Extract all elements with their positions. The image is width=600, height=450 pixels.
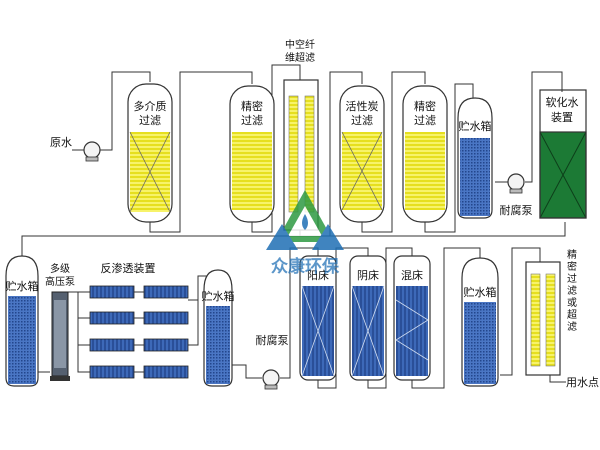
corrosion-pump-2: 耐腐泵 <box>256 333 289 390</box>
multimedia-filter: 多介质 过滤 <box>127 83 173 223</box>
feed-pump <box>83 141 101 162</box>
final-filter-char-1: 精 <box>567 248 577 261</box>
company-logo: 众康环保 <box>266 190 344 277</box>
final-filter-char-3: 过 <box>567 272 577 285</box>
point-of-use-label: 用水点 <box>566 376 599 389</box>
cation-bed-label: 阳床 <box>307 268 329 282</box>
precision-filter-2: 精密 过滤 <box>402 85 448 223</box>
activated-carbon-filter: 活性炭 过滤 <box>339 85 385 223</box>
precision-filter-2-label-1: 精密 <box>414 99 436 113</box>
final-filter-char-2: 密 <box>567 260 577 273</box>
anion-bed-label: 阴床 <box>357 268 379 282</box>
multimedia-filter-label-2: 过滤 <box>139 114 161 127</box>
hp-pump-label-2: 高压泵 <box>45 275 75 288</box>
precision-filter-1-label-2: 过滤 <box>241 114 263 127</box>
final-filter-char-6: 超 <box>567 308 577 321</box>
reverse-osmosis-device: 反渗透装置 <box>89 261 189 379</box>
final-filter-char-4: 滤 <box>567 284 577 297</box>
corrosion-pump-2-label: 耐腐泵 <box>256 333 289 347</box>
softener-label-1: 软化水 <box>546 95 579 109</box>
water-tank-1: 贮水箱 <box>457 97 493 219</box>
water-softener: 软化水 装置 <box>539 89 587 219</box>
hollow-fiber-label-2: 维超滤 <box>285 51 315 64</box>
cation-bed: 阳床 <box>299 255 337 381</box>
precision-filter-2-label-2: 过滤 <box>414 114 436 127</box>
final-filter-char-7: 滤 <box>567 320 577 333</box>
corrosion-pump-1: 耐腐泵 <box>500 173 533 217</box>
mixed-bed: 混床 <box>393 255 431 381</box>
water-tank-3-label: 贮水箱 <box>202 289 235 303</box>
water-tank-3: 贮水箱 <box>202 269 235 387</box>
watermark-text: 众康环保 <box>271 256 340 277</box>
hp-pump-label-1: 多级 <box>50 262 70 275</box>
final-filter-vertical-label: 精 密 过 滤 或 超 滤 <box>567 248 577 333</box>
precision-filter-1-label-1: 精密 <box>241 99 263 113</box>
water-tank-1-label: 贮水箱 <box>459 119 492 133</box>
multimedia-filter-label-1: 多介质 <box>134 99 167 113</box>
activated-carbon-label-1: 活性炭 <box>346 99 379 113</box>
final-precision-filter: 精 密 过 滤 或 超 滤 <box>525 248 577 376</box>
water-tank-2-label: 贮水箱 <box>6 279 39 293</box>
high-pressure-pump: 多级 高压泵 <box>45 262 75 381</box>
softener-label-2: 装置 <box>551 111 573 124</box>
water-tank-4-label: 贮水箱 <box>464 285 497 299</box>
water-tank-2: 贮水箱 <box>5 255 39 387</box>
precision-filter-1: 精密 过滤 <box>229 85 275 223</box>
hollow-fiber-label-1: 中空纤 <box>285 38 315 51</box>
activated-carbon-label-2: 过滤 <box>351 114 373 127</box>
anion-bed: 阴床 <box>349 255 387 381</box>
mixed-bed-label: 混床 <box>401 268 423 282</box>
ro-device-label: 反渗透装置 <box>101 261 156 275</box>
pipe-network <box>21 64 566 389</box>
corrosion-pump-1-label: 耐腐泵 <box>500 203 533 217</box>
final-filter-char-5: 或 <box>567 297 577 309</box>
ro-membrane-array <box>89 285 189 379</box>
raw-water-label: 原水 <box>50 136 72 149</box>
water-tank-4: 贮水箱 <box>461 257 499 387</box>
